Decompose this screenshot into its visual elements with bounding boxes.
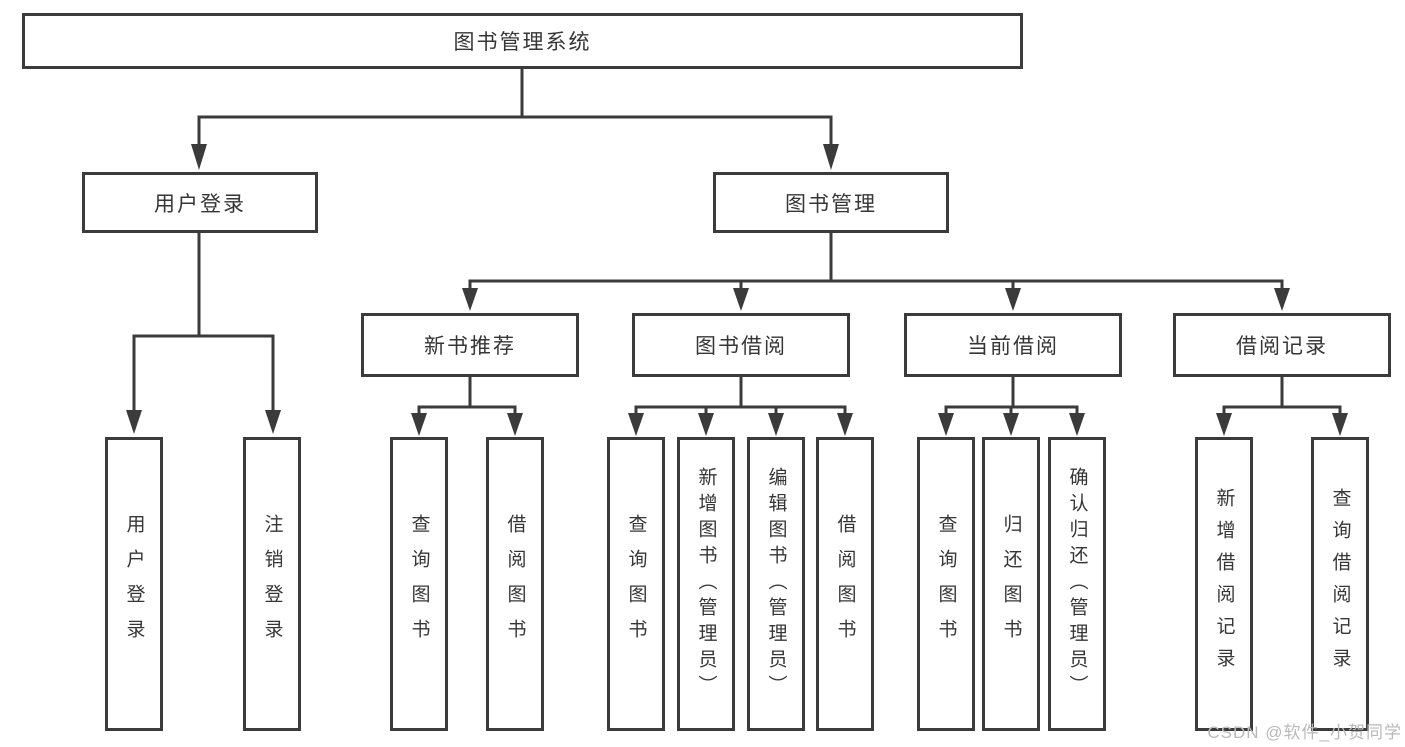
connector-book-management-children: [462, 233, 1290, 311]
leaf-label: 确认归还（管理员）: [1066, 467, 1088, 701]
leaf-label: 借阅图书: [504, 514, 526, 654]
leaf-borrow-book: 借阅图书: [816, 437, 874, 731]
leaf-label: 新增借阅记录: [1213, 488, 1235, 680]
leaf-add-borrow-record: 新增借阅记录: [1195, 437, 1253, 731]
connector-root-to-level2: [191, 69, 839, 170]
node-current-borrow: 当前借阅: [904, 313, 1122, 377]
leaf-user-login: 用户登录: [105, 437, 163, 731]
node-book-management: 图书管理: [713, 172, 949, 233]
node-borrow-records: 借阅记录: [1173, 313, 1391, 377]
node-label: 新书推荐: [424, 335, 516, 358]
connector-new-book-recommend-children: [411, 377, 523, 436]
leaf-label: 新增图书（管理员）: [695, 467, 717, 701]
node-new-book-recommend: 新书推荐: [361, 313, 579, 377]
leaf-label: 查询图书: [935, 514, 957, 654]
leaf-label: 注销登录: [261, 514, 283, 654]
leaf-return-book: 归还图书: [982, 437, 1040, 731]
node-library-management-system: 图书管理系统: [22, 13, 1023, 69]
csdn-watermark: CSDN @软件_小贺同学: [1207, 723, 1402, 742]
leaf-confirm-return-admin: 确认归还（管理员）: [1048, 437, 1106, 731]
connector-book-borrow-children: [628, 377, 853, 436]
leaf-label: 查询图书: [625, 514, 647, 654]
leaf-recommend-borrow-book: 借阅图书: [486, 437, 544, 731]
leaf-current-query-book: 查询图书: [917, 437, 975, 731]
leaf-add-book-admin: 新增图书（管理员）: [677, 437, 735, 731]
node-label: 图书借阅: [695, 335, 787, 358]
node-label: 当前借阅: [967, 335, 1059, 358]
leaf-logout-login: 注销登录: [243, 437, 301, 731]
node-label: 借阅记录: [1236, 335, 1328, 358]
node-label: 图书管理系统: [453, 31, 592, 54]
leaf-query-borrow-record: 查询借阅记录: [1311, 437, 1369, 731]
node-user-login: 用户登录: [82, 172, 318, 233]
leaf-label: 归还图书: [1000, 514, 1022, 654]
leaf-label: 借阅图书: [834, 514, 856, 654]
node-label: 图书管理: [785, 192, 877, 216]
leaf-label: 查询图书: [408, 514, 430, 654]
node-label: 用户登录: [154, 192, 246, 216]
leaf-label: 查询借阅记录: [1329, 488, 1351, 680]
leaf-borrow-query-book: 查询图书: [607, 437, 665, 731]
leaf-edit-book-admin: 编辑图书（管理员）: [747, 437, 805, 731]
node-book-borrow: 图书借阅: [632, 313, 850, 377]
connector-current-borrow-children: [938, 377, 1085, 436]
leaf-recommend-query-book: 查询图书: [390, 437, 448, 731]
connector-user-login-children: [126, 233, 281, 434]
leaf-label: 编辑图书（管理员）: [765, 467, 787, 701]
connector-borrow-records-children: [1216, 377, 1348, 436]
leaf-label: 用户登录: [123, 514, 145, 654]
